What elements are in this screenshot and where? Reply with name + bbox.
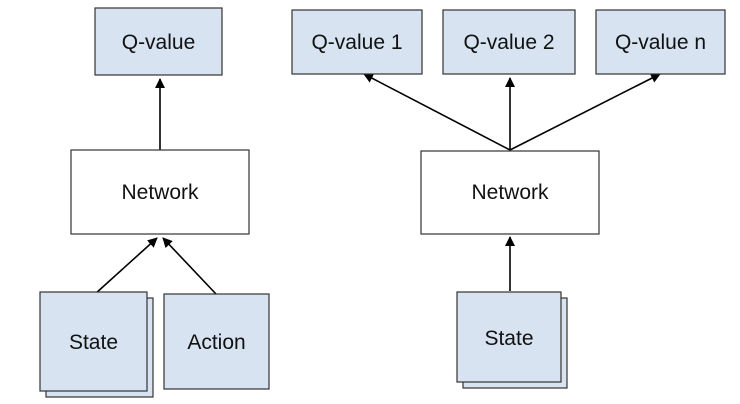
left-action-label: Action: [187, 331, 245, 354]
edge-left-action-to-network: [162, 237, 217, 295]
right-qvalue-2-node: Q-value 2: [442, 9, 576, 75]
left-network-node: Network: [70, 149, 250, 235]
right-qvalue-1-node: Q-value 1: [291, 9, 423, 75]
right-network-label: Network: [471, 181, 549, 204]
left-qvalue-node: Q-value: [94, 7, 223, 76]
right-network-node: Network: [420, 150, 600, 235]
edge-left-state-to-network: [94, 237, 158, 295]
edge-right-network-to-qvalue-n: [509, 73, 661, 151]
right-qvalue-n-label: Q-value n: [615, 31, 706, 54]
left-qvalue-label: Q-value: [122, 31, 196, 54]
edge-right-network-to-qvalue-1: [363, 73, 511, 151]
left-network-label: Network: [121, 181, 199, 204]
right-diagram: Q-value 1 Q-value 2 Q-value n Network St…: [291, 9, 726, 389]
right-qvalue-2-label: Q-value 2: [463, 31, 554, 54]
right-state-node: State: [456, 291, 568, 389]
left-action-node: Action: [163, 293, 270, 390]
right-qvalue-n-node: Q-value n: [595, 9, 726, 75]
left-state-node: State: [39, 291, 154, 398]
left-state-label: State: [69, 331, 118, 354]
right-state-label: State: [484, 327, 533, 350]
right-qvalue-1-label: Q-value 1: [311, 31, 402, 54]
left-diagram: Q-value Network State Action: [39, 7, 270, 398]
